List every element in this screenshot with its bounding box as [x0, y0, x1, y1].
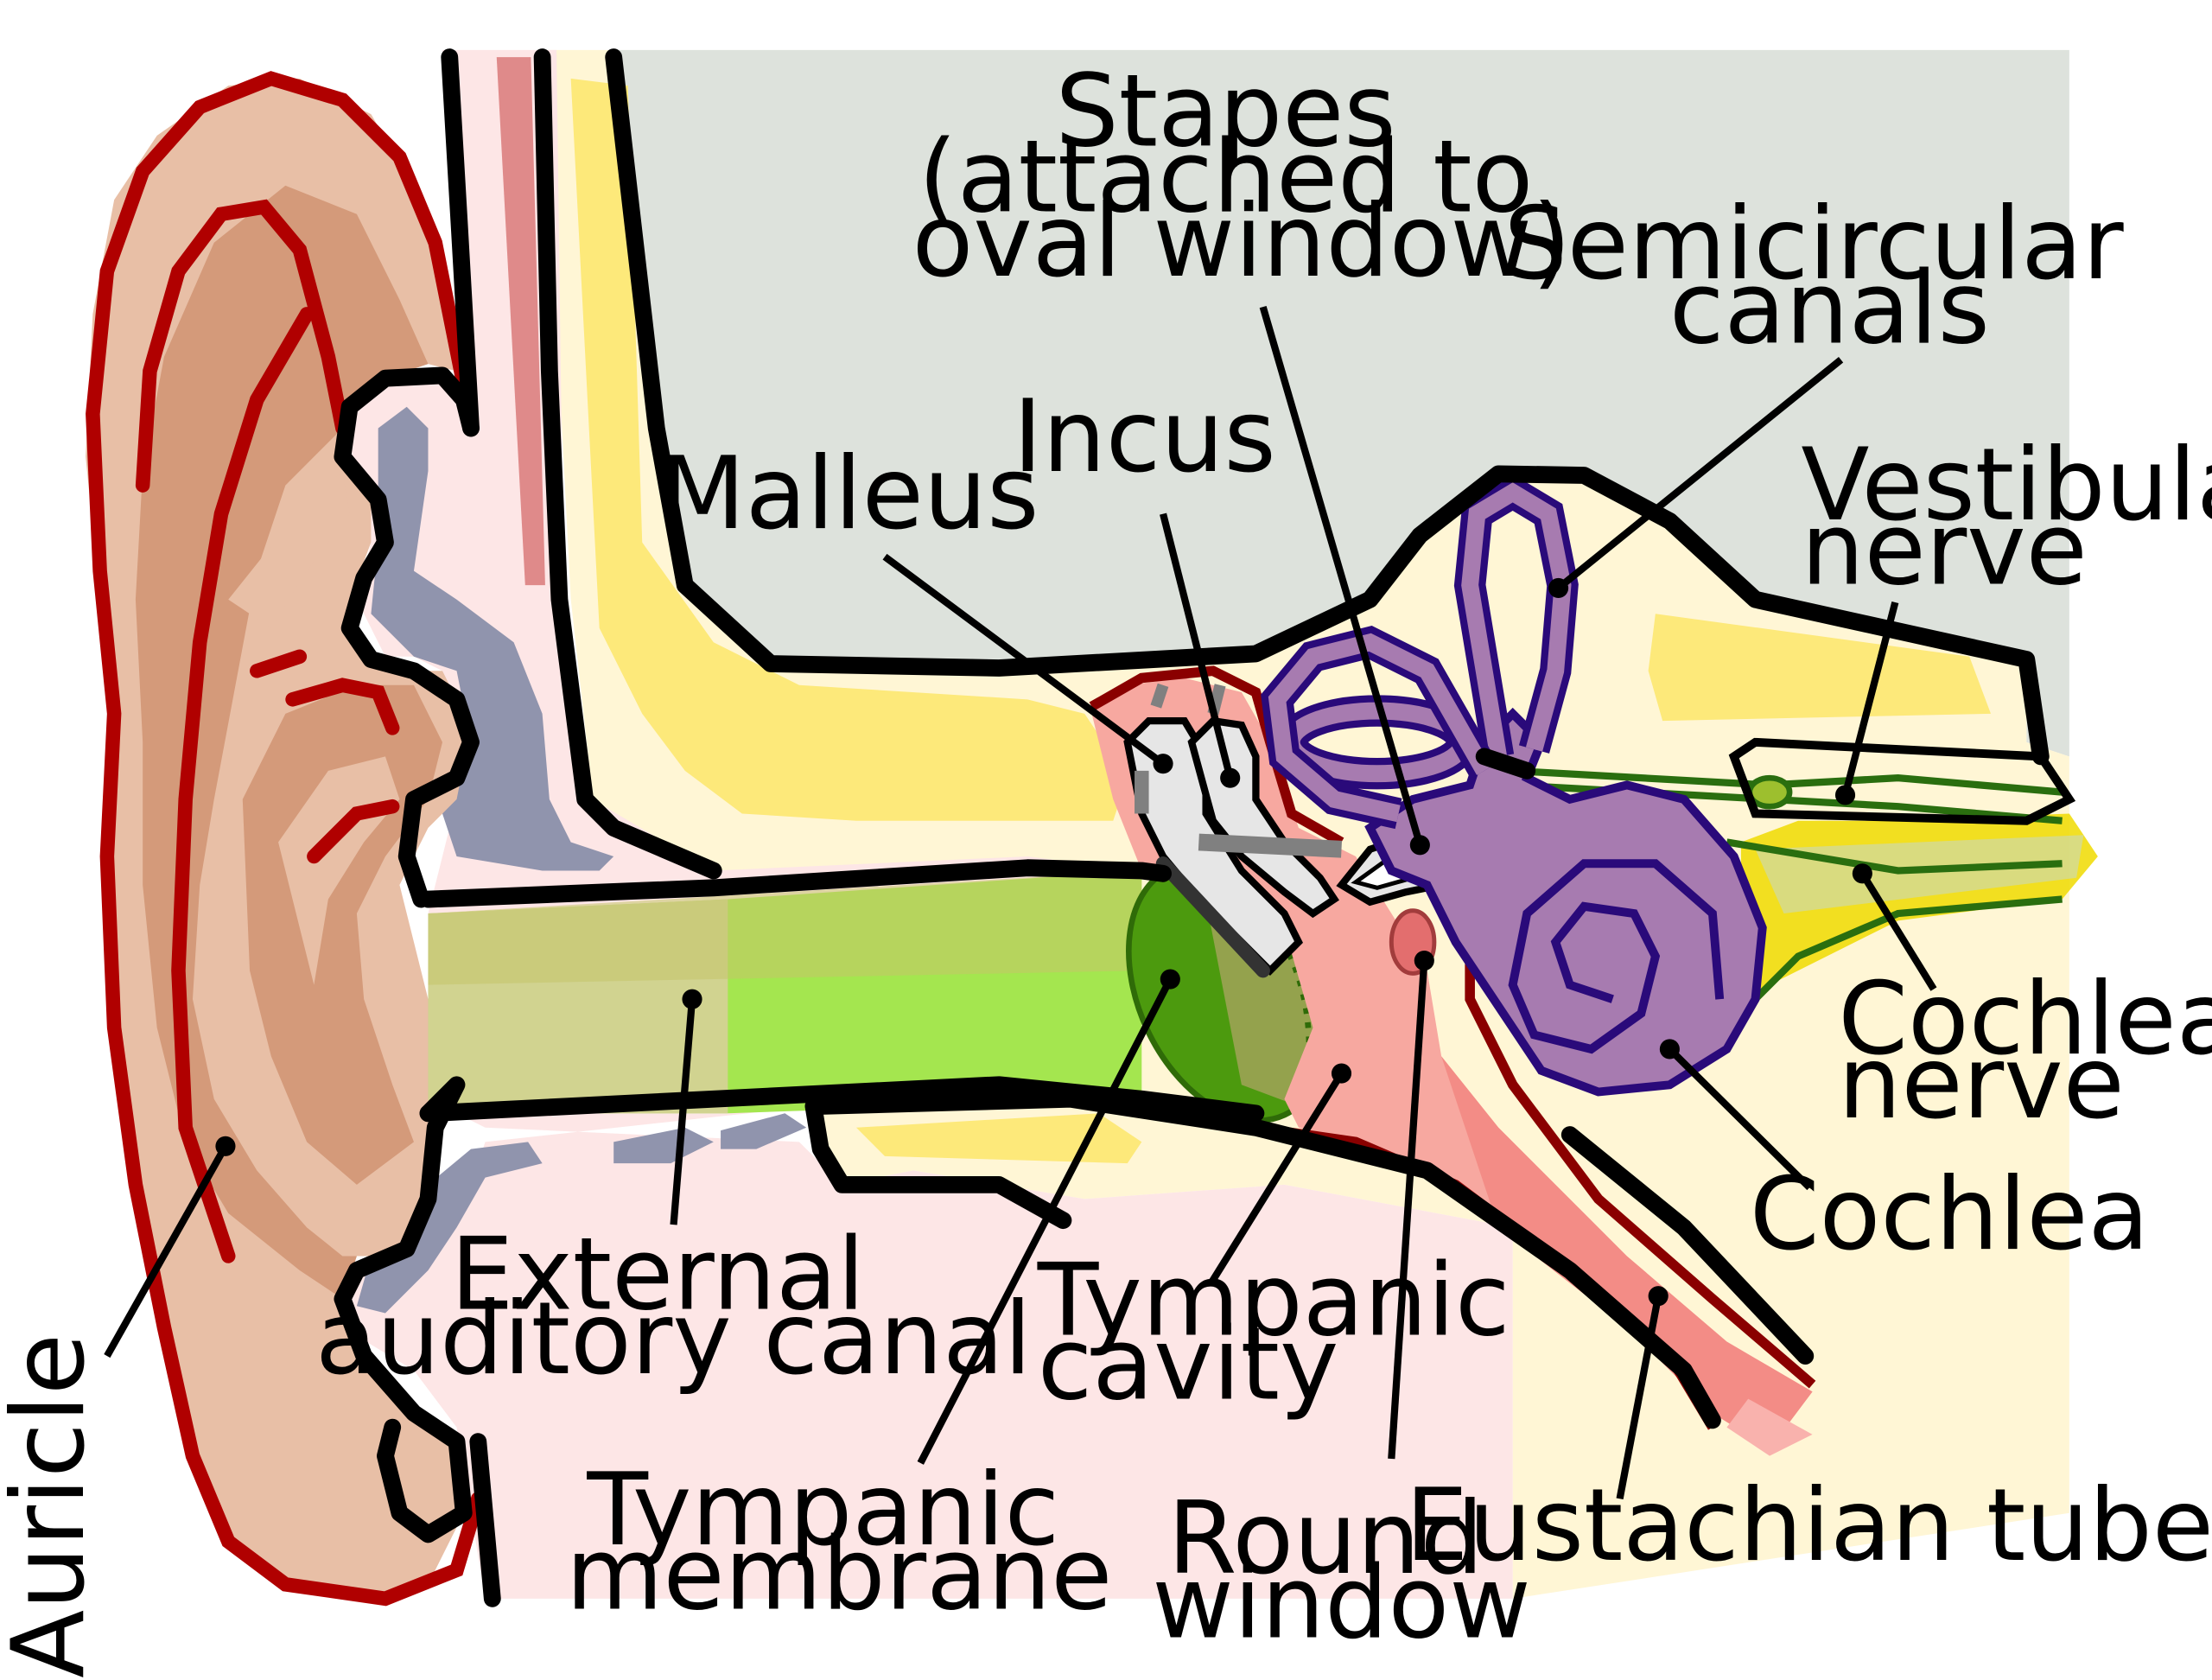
- leader-malleus: [882, 553, 1166, 767]
- leader-dot-cochlea: [1659, 1039, 1680, 1060]
- label-semicircular-canals: Semicircular canals: [1503, 187, 2155, 366]
- label-incus: Incus: [1013, 379, 1275, 495]
- leader-cochlear-nerve: [1859, 871, 1937, 991]
- leader-dot-cochlear-nerve: [1852, 863, 1872, 884]
- label-stapes: Stapes (attached to oval window): [912, 54, 1572, 299]
- nerves-illustration: [1512, 737, 2098, 1002]
- leader-incus: [1160, 512, 1234, 780]
- leader-dot-semicircular-canals: [1548, 577, 1569, 599]
- leader-vestibular-nerve: [1841, 601, 1899, 797]
- leader-dot-incus: [1220, 767, 1241, 788]
- leader-tympanic-cavity: [1207, 1071, 1345, 1287]
- label-tympanic-cavity: Tympanic cavity: [1037, 1243, 1542, 1422]
- leader-dot-vestibular-nerve: [1834, 785, 1856, 805]
- anatomical-outlines: [334, 48, 2050, 1607]
- label-auricle: Auricle: [0, 1333, 107, 1678]
- leader-round-window: [1388, 960, 1428, 1460]
- leader-dot-tympanic-cavity: [1331, 1063, 1352, 1084]
- label-external-auditory-canal: External auditory canal: [315, 1218, 1032, 1397]
- leader-dot-tympanic-membrane: [1160, 969, 1180, 990]
- label-vestibular-nerve: Vestibular nerve: [1801, 428, 2212, 608]
- leader-tympanic-membrane: [917, 977, 1173, 1465]
- external-canal-illustration: [428, 870, 1142, 1114]
- leader-dot-stapes: [1409, 835, 1430, 856]
- label-eustachian-tube: Eustachian tube: [1405, 1468, 2212, 1584]
- leader-stapes: [1259, 305, 1424, 846]
- labels: Stapes (attached to oval window) Semicir…: [0, 54, 2212, 1677]
- leader-semicircular-canals: [1555, 357, 1844, 591]
- label-tympanic-membrane: Tympanic membrane: [566, 1453, 1113, 1632]
- label-malleus: Malleus: [659, 436, 1039, 552]
- label-round-window: Round window: [1152, 1481, 1531, 1661]
- leader-dot-auricle: [215, 1136, 236, 1156]
- leader-dot-eustachian-tube: [1648, 1286, 1669, 1307]
- leader-dot-malleus: [1153, 754, 1173, 774]
- leader-cochlea: [1667, 1047, 1813, 1191]
- leader-dot-external-auditory-canal: [682, 989, 702, 1009]
- leader-eustachian-tube: [1616, 1295, 1662, 1499]
- leader-auricle: [104, 1144, 229, 1359]
- leader-external-auditory-canal: [670, 998, 696, 1225]
- label-cochlea: Cochlea: [1750, 1157, 2149, 1273]
- leader-lines: [104, 305, 1937, 1499]
- skull-region: [613, 49, 2069, 757]
- soft-tissue-region: [342, 49, 1513, 1599]
- label-cochlear-nerve: Cochlear nerve: [1838, 962, 2212, 1142]
- leader-dot-round-window: [1414, 951, 1434, 971]
